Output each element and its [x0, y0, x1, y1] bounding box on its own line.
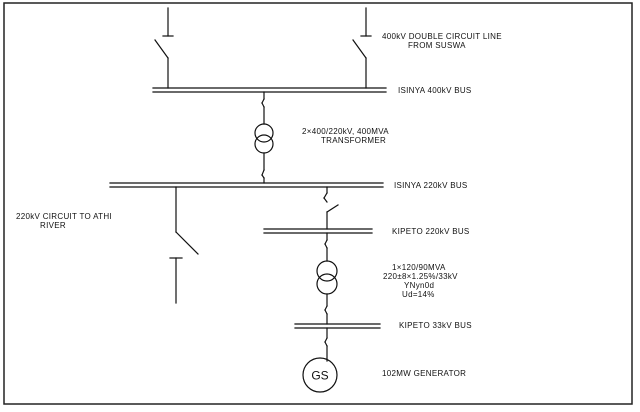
transformer-400-220-winding-2 [254, 134, 274, 154]
incoming-disconnector-1 [154, 39, 169, 59]
athi-circuit-label-line-2: RIVER [40, 221, 66, 230]
kipeto-transformer-label-line-3: YNyn0d [404, 281, 434, 290]
incoming-line-label-line-2: FROM SUSWA [408, 41, 466, 50]
kipeto-transformer-winding-1 [316, 260, 338, 282]
kipeto-220kv-bus-label: KIPETO 220kV BUS [392, 227, 470, 236]
generator-symbol [302, 357, 338, 393]
transformer-400-220-label-line-1: 2×400/220kV, 400MVA [302, 127, 389, 136]
incoming-circuit-2 [352, 7, 372, 89]
kipeto-transformer-feeder [316, 232, 338, 325]
athi-circuit-label-line-1: 220kV CIRCUIT TO ATHI [16, 212, 112, 221]
kipeto-33kv-bus-label: KIPETO 33kV BUS [399, 321, 472, 330]
athi-river-circuit [169, 186, 199, 304]
isinya-400kv-bus-label: ISINYA 400kV BUS [398, 86, 472, 95]
kipeto-transformer-label-line-2: 220±8×1.25%/33kV [383, 272, 458, 281]
transformer-400-220-feeder [254, 91, 274, 184]
incoming-line-label-line-1: 400kV DOUBLE CIRCUIT LINE [382, 32, 502, 41]
generator-feeder [302, 327, 338, 393]
athi-river-disconnector [175, 231, 199, 255]
kipeto-transformer-label-line-1: 1×120/90MVA [392, 263, 446, 272]
diagram-frame [3, 2, 633, 405]
kipeto-220kv-disconnector [326, 204, 339, 213]
isinya-400kv-bus [152, 87, 387, 93]
generator-label: 102MW GENERATOR [382, 369, 466, 378]
kipeto-220kv-feeder [323, 186, 339, 230]
generator-symbol-label: GS [311, 369, 328, 383]
kipeto-transformer-winding-2 [316, 273, 338, 295]
transformer-400-220-winding-1 [254, 123, 274, 143]
isinya-220kv-bus-label: ISINYA 220kV BUS [394, 181, 468, 190]
kipeto-33kv-bus [294, 323, 381, 329]
kipeto-transformer-label-line-4: Ud=14% [402, 290, 435, 299]
incoming-disconnector-2 [352, 39, 367, 59]
isinya-220kv-bus [109, 182, 384, 188]
kipeto-220kv-bus [263, 228, 373, 234]
incoming-circuit-1 [154, 7, 174, 89]
transformer-400-220-label-line-2: TRANSFORMER [321, 136, 386, 145]
